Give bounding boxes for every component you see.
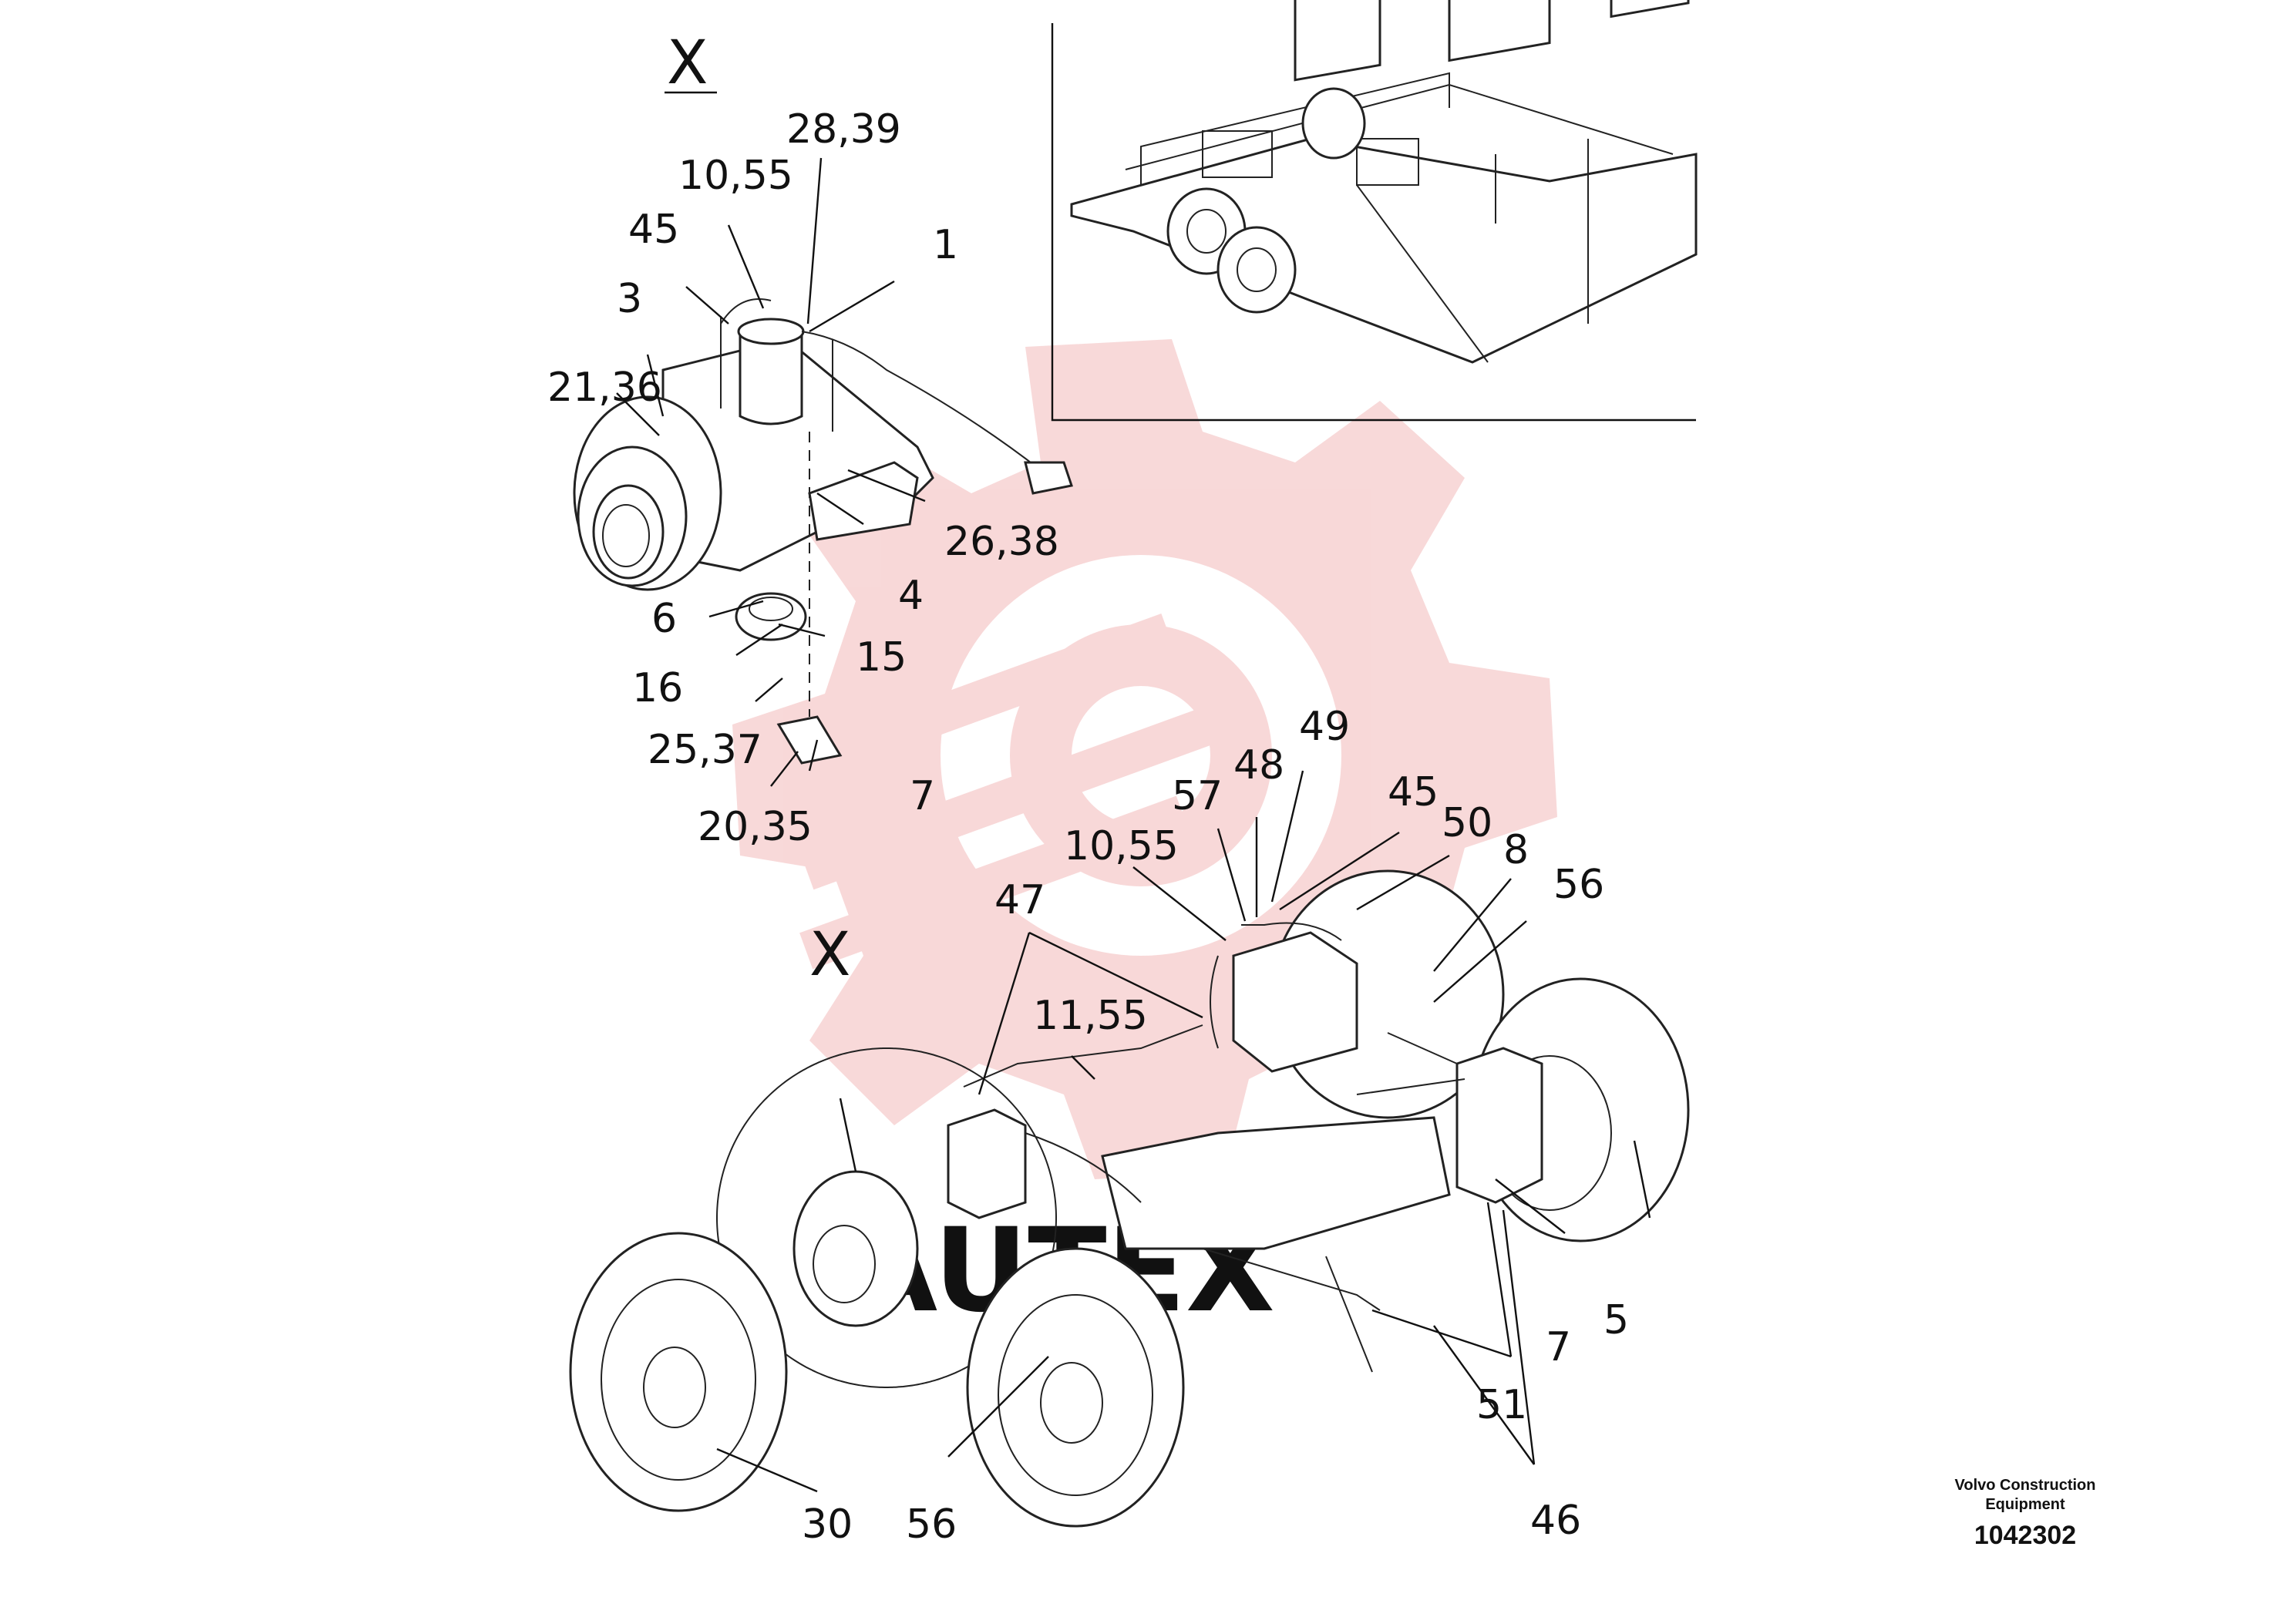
callout-11-55: 11,55 (1033, 993, 1148, 1039)
axle-assembly (569, 869, 1690, 1528)
callout-7-top: 7 (910, 773, 935, 819)
callout-6: 6 (651, 596, 677, 642)
callout-47: 47 (994, 877, 1045, 923)
callout-46: 46 (1530, 1498, 1581, 1544)
document-number: 1042302 (1974, 1521, 2076, 1550)
callout-45-top: 45 (628, 207, 679, 253)
callout-56-bottom: 56 (906, 1501, 957, 1548)
watermark-gear-logo (732, 339, 1557, 1179)
callout-28-39: 28,39 (786, 106, 901, 153)
leader-lines (616, 157, 1651, 1493)
callout-30: 30 (802, 1501, 853, 1548)
callout-7-bottom: 7 (1546, 1324, 1571, 1370)
brand-line-1: Volvo Construction (1955, 1477, 2096, 1494)
callout-labels: 28,39 10,55 45 1 3 21,36 26,38 4 6 15 16… (547, 106, 1629, 1548)
callout-20-35: 20,35 (698, 804, 813, 850)
view-marker-top: X (667, 29, 708, 98)
callout-15: 15 (856, 634, 907, 681)
callout-26-38: 26,38 (944, 519, 1059, 565)
callout-16: 16 (632, 665, 683, 711)
callout-45-mid: 45 (1388, 769, 1439, 815)
brand-line-2: Equipment (1985, 1496, 2065, 1513)
callout-4: 4 (898, 573, 924, 619)
machine-overview-inset (1051, 0, 1698, 422)
callout-51: 51 (1476, 1382, 1527, 1428)
view-marker-bottom: X (809, 920, 850, 990)
callout-48: 48 (1233, 742, 1284, 788)
callout-10-55-top: 10,55 (678, 153, 793, 199)
footer-brand-block: Volvo Construction Equipment 1042302 (1955, 1477, 2096, 1550)
callout-8: 8 (1503, 827, 1529, 873)
hub-assembly-detail (573, 298, 1073, 765)
callout-3: 3 (617, 276, 642, 322)
callout-21-36: 21,36 (547, 365, 662, 411)
callout-5: 5 (1603, 1297, 1629, 1343)
callout-49: 49 (1299, 704, 1350, 750)
callout-56-right: 56 (1553, 862, 1604, 908)
callout-25-37: 25,37 (648, 727, 762, 773)
callout-10-55-mid: 10,55 (1064, 823, 1179, 869)
callout-1: 1 (933, 222, 958, 268)
callout-57: 57 (1172, 773, 1223, 819)
callout-50: 50 (1442, 800, 1492, 846)
